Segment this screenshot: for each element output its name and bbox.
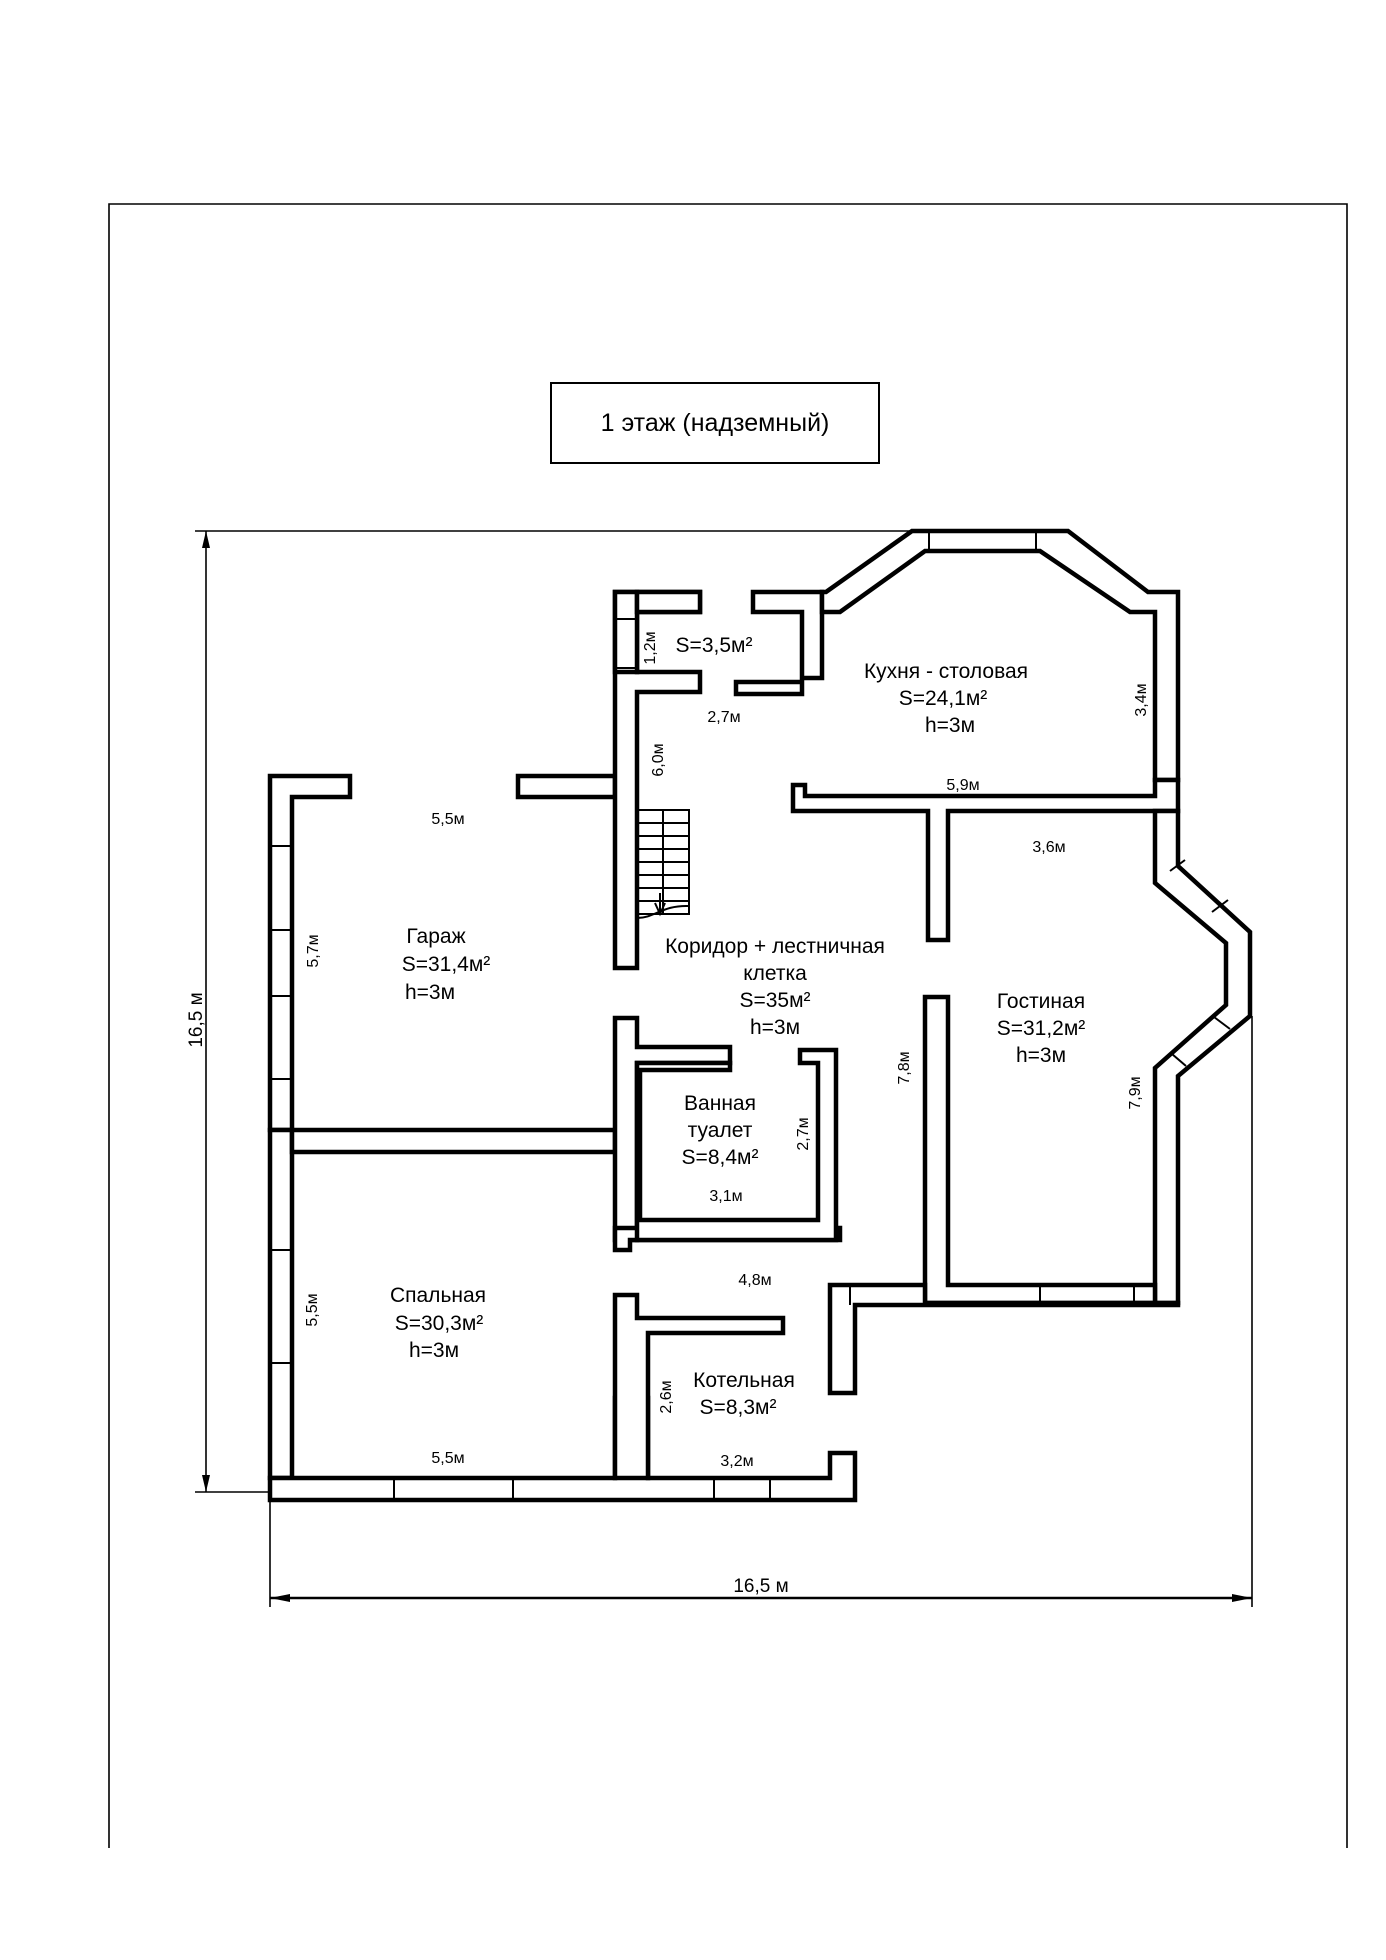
boiler-area: S=8,3м² (700, 1396, 777, 1419)
bathroom-area: S=8,4м² (682, 1146, 759, 1169)
kitchen-name: Кухня - столовая (864, 660, 1028, 683)
wall-vestibule-left (612, 589, 640, 675)
bathroom-dim-horizontal: 3,1м (709, 1188, 742, 1205)
living-name: Гостиная (997, 990, 1085, 1013)
wall-bedroom-east (612, 1292, 786, 1481)
corridor-name-line1: Коридор + лестничная (665, 935, 885, 958)
living-dim-vertical-right: 7,9м (1127, 1076, 1144, 1109)
arrow-left-icon (270, 1594, 290, 1602)
vestibule-dim-horizontal: 2,7м (707, 709, 740, 726)
arrow-down-icon (202, 1475, 210, 1492)
bathroom-dim-vertical: 2,7м (795, 1117, 812, 1150)
wall-living-east-bay (1152, 808, 1253, 1306)
garage-area: S=31,4м² (402, 953, 491, 976)
overall-width-label: 16,5 м (733, 1576, 788, 1597)
bedroom-dim-horizontal: 5,5м (431, 1450, 464, 1467)
floor-title-box: 1 этаж (надземный) (550, 382, 880, 464)
corridor-dim-vertical: 6,0м (650, 743, 667, 776)
wall-garage-top-right (515, 773, 618, 800)
bedroom-height: h=3м (409, 1339, 459, 1362)
kitchen-area: S=24,1м² (899, 687, 988, 710)
living-dim-horizontal: 3,6м (1032, 839, 1065, 856)
living-height: h=3м (1016, 1044, 1066, 1067)
living-dim-vertical-left: 7,8м (896, 1051, 913, 1084)
bathroom-name-line1: Ванная (684, 1092, 756, 1115)
arrow-up-icon (202, 531, 210, 548)
kitchen-dim-horizontal: 5,9м (946, 777, 979, 794)
bay-window-2 (1211, 899, 1229, 913)
garage-dim-horizontal: 5,5м (431, 811, 464, 828)
bay-window-3 (1213, 1016, 1231, 1030)
wall-vestibule-top (634, 589, 703, 615)
staircase (636, 809, 690, 919)
wall-west-lower (267, 1127, 295, 1481)
overall-height-label: 16,5 м (186, 992, 207, 1047)
bedroom-area: S=30,3м² (395, 1312, 484, 1335)
page-frame (108, 203, 1348, 1848)
boiler-dim-vertical: 2,6м (658, 1380, 675, 1413)
wall-garage-bedroom (289, 1127, 618, 1155)
corridor-height: h=3м (750, 1016, 800, 1039)
corridor-dim-horizontal: 4,8м (738, 1272, 771, 1289)
garage-name: Гараж (406, 925, 465, 948)
arrow-down-icon (654, 902, 666, 917)
vestibule-dim-vertical: 1,2м (642, 631, 659, 664)
wall-kitchen-north (819, 528, 1181, 783)
boiler-dim-horizontal: 3,2м (720, 1453, 753, 1470)
wall-living-west (922, 994, 1158, 1306)
bedroom-dim-vertical: 5,5м (304, 1293, 321, 1326)
bathroom-name-line2: туалет (688, 1119, 753, 1142)
floor-title: 1 этаж (надземный) (600, 408, 830, 437)
wall-vestibule-right (733, 589, 825, 697)
bay-window-4 (1171, 1053, 1187, 1067)
bedroom-name: Спальная (390, 1284, 486, 1307)
arrow-right-icon (1232, 1594, 1252, 1602)
boiler-name: Котельная (693, 1369, 795, 1392)
garage-dim-vertical: 5,7м (305, 934, 322, 967)
kitchen-height: h=3м (925, 714, 975, 737)
wall-living-south (827, 1282, 1181, 1396)
garage-height: h=3м (405, 981, 455, 1004)
corridor-area: S=35м² (739, 989, 810, 1012)
wall-bathroom (634, 1047, 839, 1243)
bay-window-1 (1169, 859, 1186, 872)
living-area: S=31,2м² (997, 1017, 1086, 1040)
vestibule-area: S=3,5м² (676, 634, 753, 657)
corridor-name-line2: клетка (743, 962, 807, 985)
wall-kitchen-south (790, 777, 1181, 943)
kitchen-dim-vertical: 3,4м (1133, 683, 1150, 716)
